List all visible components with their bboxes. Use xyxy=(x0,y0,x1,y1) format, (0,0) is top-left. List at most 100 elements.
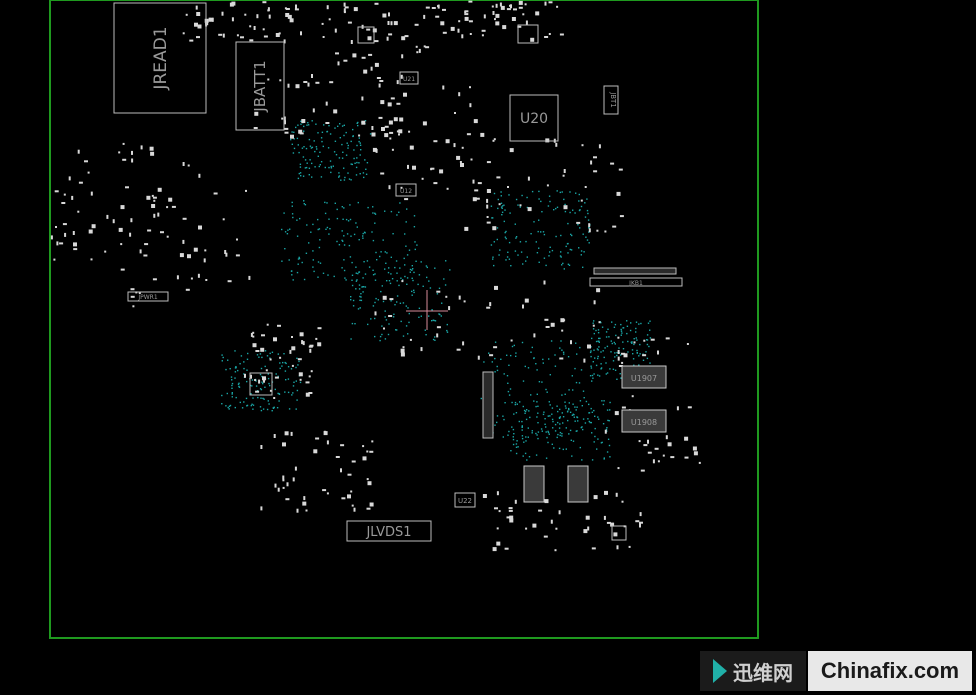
via xyxy=(565,245,567,248)
via xyxy=(352,305,355,307)
via xyxy=(305,252,308,254)
pad xyxy=(325,101,328,106)
pad xyxy=(71,195,74,200)
jpwr-connector[interactable]: JPWR1 xyxy=(127,291,169,302)
memory-chip-a[interactable] xyxy=(523,465,545,503)
via xyxy=(231,387,233,389)
pad xyxy=(456,348,461,351)
via xyxy=(598,340,600,342)
via xyxy=(576,353,578,355)
u22-chip[interactable]: U22 xyxy=(454,492,476,508)
pad xyxy=(461,146,464,149)
pad xyxy=(530,37,535,42)
pad xyxy=(494,285,498,290)
via xyxy=(413,291,415,294)
via xyxy=(614,352,616,354)
pad xyxy=(621,361,624,364)
via xyxy=(554,430,557,432)
via xyxy=(621,332,623,334)
pad xyxy=(469,33,472,35)
pad xyxy=(273,397,276,399)
via xyxy=(345,218,348,221)
via xyxy=(597,416,599,418)
via xyxy=(646,343,649,346)
u20-chip[interactable]: U20 xyxy=(509,94,559,142)
via xyxy=(354,323,356,325)
jbatt1-connector[interactable]: JBATT1 xyxy=(235,41,285,131)
via xyxy=(351,163,353,166)
jbatt1-label: JBATT1 xyxy=(251,60,269,112)
via xyxy=(592,322,594,324)
via xyxy=(564,393,566,395)
via xyxy=(304,204,307,206)
via xyxy=(372,212,374,214)
pad xyxy=(144,243,149,246)
via xyxy=(498,254,500,256)
jkb1-connector[interactable]: JKB1 xyxy=(589,277,683,287)
square-chip-bottom[interactable] xyxy=(611,525,627,541)
via xyxy=(426,266,428,269)
via xyxy=(301,261,303,264)
u12-chip[interactable]: U12 xyxy=(395,183,417,197)
via xyxy=(509,212,511,214)
via xyxy=(555,235,557,238)
via xyxy=(508,241,511,244)
pad xyxy=(213,192,218,195)
watermark-cn-text: 迅维网 xyxy=(733,660,793,685)
via xyxy=(277,392,279,395)
via xyxy=(567,356,570,358)
pad xyxy=(222,33,225,38)
via xyxy=(309,145,312,147)
via xyxy=(385,262,387,264)
via xyxy=(228,405,231,407)
via xyxy=(538,219,540,221)
u21-chip[interactable]: U21 xyxy=(399,71,419,85)
via xyxy=(626,325,629,327)
small-chip-top[interactable] xyxy=(357,24,539,44)
pad xyxy=(376,77,381,79)
u1908-chip[interactable]: U1908 xyxy=(621,409,667,433)
via xyxy=(359,154,361,156)
pad xyxy=(372,28,377,33)
via xyxy=(366,260,369,262)
via xyxy=(319,164,321,166)
via xyxy=(521,426,523,428)
pad xyxy=(308,392,313,394)
via xyxy=(334,140,337,142)
via xyxy=(237,383,240,385)
pad xyxy=(305,381,310,384)
via xyxy=(445,260,447,262)
via xyxy=(515,237,517,239)
jbt1-connector[interactable]: JBT1 xyxy=(603,85,619,115)
jlvds1-connector[interactable]: JLVDS1 xyxy=(346,520,432,542)
pad xyxy=(299,378,302,381)
via xyxy=(359,299,361,301)
via xyxy=(404,233,406,235)
via xyxy=(353,233,356,236)
u1907-chip[interactable]: U1907 xyxy=(621,365,667,389)
via xyxy=(578,200,580,202)
memory-chip-b[interactable] xyxy=(567,465,589,503)
pad xyxy=(182,239,185,244)
via xyxy=(608,420,610,422)
via xyxy=(579,346,581,349)
pad xyxy=(125,186,129,189)
via xyxy=(433,319,435,322)
via xyxy=(374,317,376,320)
via xyxy=(348,178,351,180)
watermark-arrow-icon xyxy=(713,659,727,683)
jread1-connector[interactable]: JREAD1 xyxy=(113,2,207,114)
via xyxy=(556,436,558,439)
via xyxy=(296,357,298,359)
via xyxy=(372,305,375,307)
via xyxy=(609,409,611,411)
via xyxy=(585,236,587,238)
pad xyxy=(262,28,265,31)
via xyxy=(269,352,271,355)
via xyxy=(409,268,412,271)
via xyxy=(341,206,343,208)
square-chip-left[interactable] xyxy=(249,372,273,396)
pad xyxy=(196,12,201,16)
